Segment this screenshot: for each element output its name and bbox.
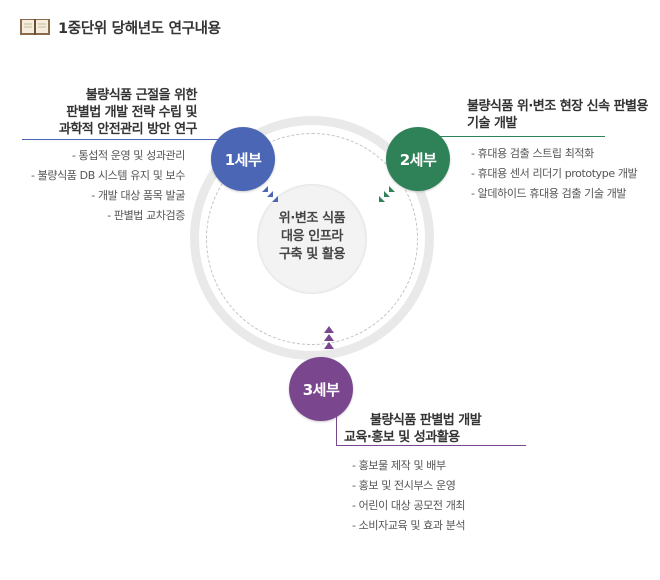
book-icon <box>20 19 50 35</box>
section-1-list: - 통섭적 운영 및 성과관리 - 불량식품 DB 시스템 유지 및 보수 - … <box>10 146 185 226</box>
section-3-heading-line: 불량식품 판별법 개발 <box>370 413 482 428</box>
list-item: - 어린이 대상 공모전 개최 <box>352 499 466 512</box>
section-3-heading: 불량식품 판별법 개발 교육·홍보 및 성과활용 <box>340 412 530 446</box>
list-item: - 알데하이드 휴대용 검출 기술 개발 <box>471 187 627 200</box>
outer-ring <box>190 116 434 360</box>
section-2-heading-line: 불량식품 위·변조 현장 신속 판별용 <box>467 99 648 114</box>
section-2-heading-line: 기술 개발 <box>467 116 517 131</box>
center-circle <box>257 184 367 294</box>
section-3-heading-line: 교육·홍보 및 성과활용 <box>344 430 460 445</box>
node-2: 2세부 <box>386 127 450 191</box>
section-1-heading-line: 과학적 안전관리 방안 연구 <box>58 122 198 137</box>
node-3: 3세부 <box>289 357 353 421</box>
list-item: - 소비자교육 및 효과 분석 <box>352 519 466 532</box>
list-item: - 홍보물 제작 및 배부 <box>352 459 446 472</box>
list-item: - 휴대용 센서 리더기 prototype 개발 <box>471 167 638 180</box>
dashed-ring <box>206 133 418 345</box>
page-title: 1중단위 당해년도 연구내용 <box>58 21 221 37</box>
section-3-connector <box>336 402 337 446</box>
section-1-heading-line: 판별법 개발 전략 수립 및 <box>66 105 197 120</box>
list-item: - 홍보 및 전시부스 운영 <box>352 479 456 492</box>
section-2-divider <box>410 136 605 137</box>
section-2-list: - 휴대용 검출 스트립 최적화 - 휴대용 센서 리더기 prototype … <box>471 144 656 204</box>
center-label: 위·변조 식품 대응 인프라 구축 및 활용 <box>257 210 367 264</box>
list-item: - 불량식품 DB 시스템 유지 및 보수 <box>30 169 185 182</box>
center-label-line2: 대응 인프라 <box>281 229 343 244</box>
section-3-divider <box>336 445 526 446</box>
section-2-heading: 불량식품 위·변조 현장 신속 판별용 기술 개발 <box>467 98 657 132</box>
section-1-divider <box>22 139 218 140</box>
list-item: - 휴대용 검출 스트립 최적화 <box>471 147 594 160</box>
list-item: - 판별법 교차검증 <box>107 209 185 222</box>
list-item: - 개발 대상 품목 발굴 <box>91 189 185 202</box>
list-item: - 통섭적 운영 및 성과관리 <box>71 149 186 162</box>
section-1-heading-line: 불량식품 근절을 위한 <box>85 88 198 103</box>
center-label-line3: 구축 및 활용 <box>278 247 346 262</box>
section-3-list: - 홍보물 제작 및 배부 - 홍보 및 전시부스 운영 - 어린이 대상 공모… <box>352 456 552 536</box>
section-1-heading: 불량식품 근절을 위한 판별법 개발 전략 수립 및 과학적 안전관리 방안 연… <box>20 87 198 138</box>
node-1: 1세부 <box>211 127 275 191</box>
center-label-line1: 위·변조 식품 <box>278 211 346 226</box>
